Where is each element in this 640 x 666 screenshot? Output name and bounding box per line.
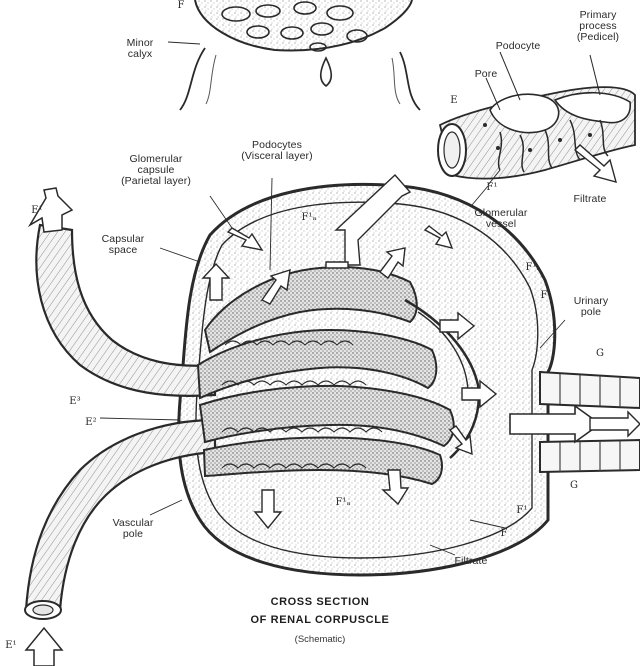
f-calyx-symbol: F [174,0,188,11]
minor-calyx-label: Minor calyx [112,38,168,60]
glomerular-vessel-label: Glomerular vessel [466,208,536,230]
e2-symbol: E² [80,417,102,428]
f-bottom-symbol: F [496,528,512,539]
glomerular-capsule-label: Glomerular capsule (Parietal layer) [96,154,216,187]
caption-title-line1: CROSS SECTION [210,596,430,608]
filtrate-bottom-label: Filtrate [446,556,496,567]
caption-subtitle: (Schematic) [260,634,380,645]
g-lower-symbol: G [566,480,582,491]
podocytes-visceral-label: Podocytes (Visceral layer) [222,140,332,162]
urinary-pole-label: Urinary pole [556,296,626,318]
f1-bottom-symbol: F¹ [512,505,532,516]
pore-label: Pore [466,69,506,80]
f-right-symbol: F [536,290,552,301]
vessels-drawing [25,188,215,666]
vascular-pole-label: Vascular pole [98,518,168,540]
f1-vessel-symbol: F¹ [482,182,502,193]
f1a-top-symbol: F¹ₐ [296,212,322,223]
capsular-space-label: Capsular space [88,234,158,256]
f1a-right-symbol: F¹ₐ [520,262,546,273]
f1a-bottom-symbol: F¹ₐ [330,497,356,508]
e1-bottom-symbol: E¹ [0,640,22,651]
minor-calyx-drawing [168,0,420,110]
primary-process-label: Primary process (Pedicel) [563,10,633,43]
e-inset-symbol: E [447,95,461,106]
e-upper-left-symbol: E¹ [26,205,48,216]
caption-title-line2: OF RENAL CORPUSCLE [210,614,430,626]
g-upper-symbol: G [592,348,608,359]
filtrate-top-label: Filtrate [565,194,615,205]
podocyte-label: Podocyte [478,41,558,52]
e3-symbol: E³ [64,396,86,407]
